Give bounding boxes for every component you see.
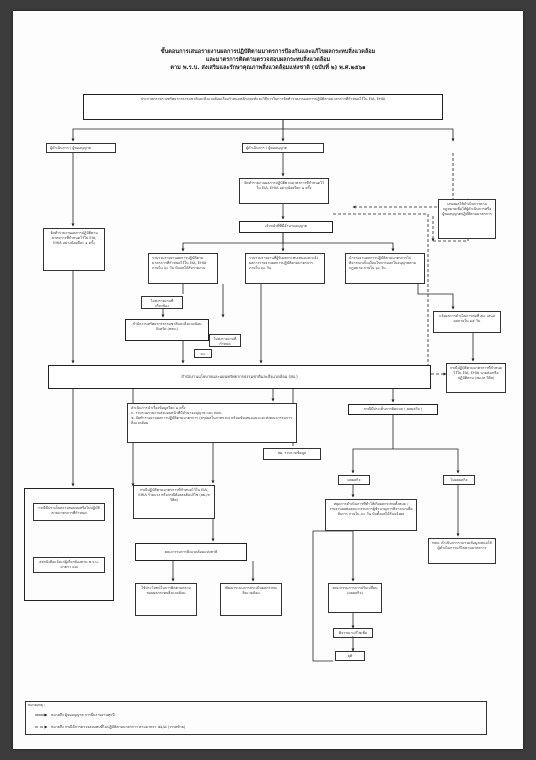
center-owner-box: ผู้ดำเนินการ / ผู้ขออนุญาต — [242, 143, 324, 153]
authority-c-box: นำรายงานผลการปฏิบัติตามมาตรการไปพิจารณาเ… — [345, 253, 425, 284]
left-frame — [24, 488, 114, 601]
case-found-box: กรณีมีประเด็นการผิดแบบ ( ผลผลกิจ ) — [348, 404, 438, 415]
right-top-box: เสนอผลให้ดำเนินการตามกฎหมายเพื่อให้ผู้ดำ… — [438, 199, 496, 239]
announcement-box: ประกาศกระทรวงทรัพยากรธรรมชาติและสิ่งแวดล… — [83, 94, 443, 120]
right-mid-box: แจ้งผลการดำเนินการต่อที่ สผ. เสนอผลภายใน… — [433, 311, 501, 333]
national-board-box: คณะกรรมการสิ่งแวดล้อมแห่งชาติ — [135, 543, 247, 561]
left-prepare-box: จัดทำรายงานผลการปฏิบัติตามมาตรการที่กำหน… — [43, 228, 105, 271]
legend-box — [25, 701, 487, 735]
data-collect-box: สผ. รวบรวมข้อมูล — [263, 448, 321, 460]
title-line-2: และมาตรการติดตามตรวจสอบผลกระทบสิ่งแวดล้อ… — [205, 57, 331, 63]
authority-a-box: รวบรวมรายงานผลการปฏิบัติตามมาตรการที่กำห… — [148, 253, 218, 284]
left-frame-box-2: ส่งหนังสือแจ้งแก่ผู้เกี่ยวข้องตาม พ.ร.บ.… — [33, 557, 105, 573]
expert-committee-box: คณะกรรมการการปรับเปลี่ยน (ผลผลกิจ) — [328, 583, 382, 613]
no-report-box: ไม่ส่งรายงานที่เกี่ยวข้อง — [141, 296, 183, 309]
left-frame-box-1: กรณีมีประเด็นตรวจสอบพบหรือไม่ปฏิบัติตามม… — [33, 503, 105, 521]
authority-b-box: รวบรวมรายงานที่ผู้รับผลกระทบเสนอและแจ้งผ… — [245, 253, 325, 284]
provincial-office-box: สำนักงานทรัพยากรธรรมชาติและสิ่งแวดล้อมจั… — [125, 319, 209, 341]
center-prepare-box: จัดทำรายงานผลการปฏิบัติตามมาตรการที่กำหน… — [239, 178, 329, 204]
end-box: ยุติ — [335, 651, 365, 661]
consider-box: พิจารณาแก้ไขเพิ่มเติม — [333, 628, 373, 638]
authority-box: เจ้าหน้าที่ที่มีอำนาจอนุญาต — [239, 221, 333, 233]
deadline-30-box: ๓๐ วัน — [194, 349, 212, 358]
complaint-box: กรณีปฏิบัติตามมาตรการที่กำหนดไว้ใน EIA, … — [133, 485, 215, 519]
document-page: ขั้นตอนการเสนอรายงานผลการปฏิบัติตามมาตรก… — [13, 11, 523, 749]
legend-solid: หมายถึง ผู้ขออนุญาต การยื่นรายงานทุกปี — [51, 713, 115, 717]
title-line-1: ขั้นตอนการเสนอรายงานผลการปฏิบัติตามมาตรก… — [160, 49, 376, 55]
left-owner-box: ผู้ดำเนินการ / ผู้ขออนุญาต — [46, 143, 116, 153]
serious-box: ผลผลกิจ — [338, 475, 370, 485]
flow-connectors — [35, 120, 475, 729]
onep-steps-box: ดำเนินการนำเรื่องข้อมูลปีละ ๑ ครั้ง ก. ร… — [127, 403, 297, 443]
onep-main-box: สำนักงานนโยบายและแผนทรัพยากรธรรมชาติและส… — [48, 365, 431, 389]
serious-action-box: หยุดการดำเนินการที่ทำให้เกิดผลกระทบทั้งห… — [325, 499, 417, 531]
output-right-box: พัฒนาระบบการประเมินผลกระทบสิ่งแวดล้อม — [220, 583, 282, 616]
not-serious-box: ไม่ผลผลกิจ — [443, 475, 475, 485]
legend-title: หมายเหตุ : — [28, 703, 46, 707]
output-left-box: ใช้ประโยชน์ในการติดตามตรวจสอบผลกระทบสิ่ง… — [135, 583, 197, 616]
not-sent-box: ไม่ส่งรายงานที่กำหนด — [209, 334, 241, 347]
legend-dashed: หมายถึง กรณีมีการตรวจสอบพบที่ไม่ปฏิบัติต… — [51, 725, 186, 729]
not-serious-action-box: ทสจ. ดำเนินการรวบรวมข้อมูลเสนอให้ผู้ดำเน… — [428, 538, 496, 564]
title-line-3: ตาม พ.ร.บ. ส่งเสริมและรักษาคุณภาพสิ่งแวด… — [170, 65, 366, 71]
case-found-sub: ( ผลผลกิจ ) — [404, 407, 423, 411]
right-check-box: กรณีปฏิบัติตามมาตรการที่กำหนดไว้ใน EIA, … — [446, 363, 506, 393]
case-found-label: กรณีมีประเด็นการผิดแบบ — [363, 407, 404, 411]
